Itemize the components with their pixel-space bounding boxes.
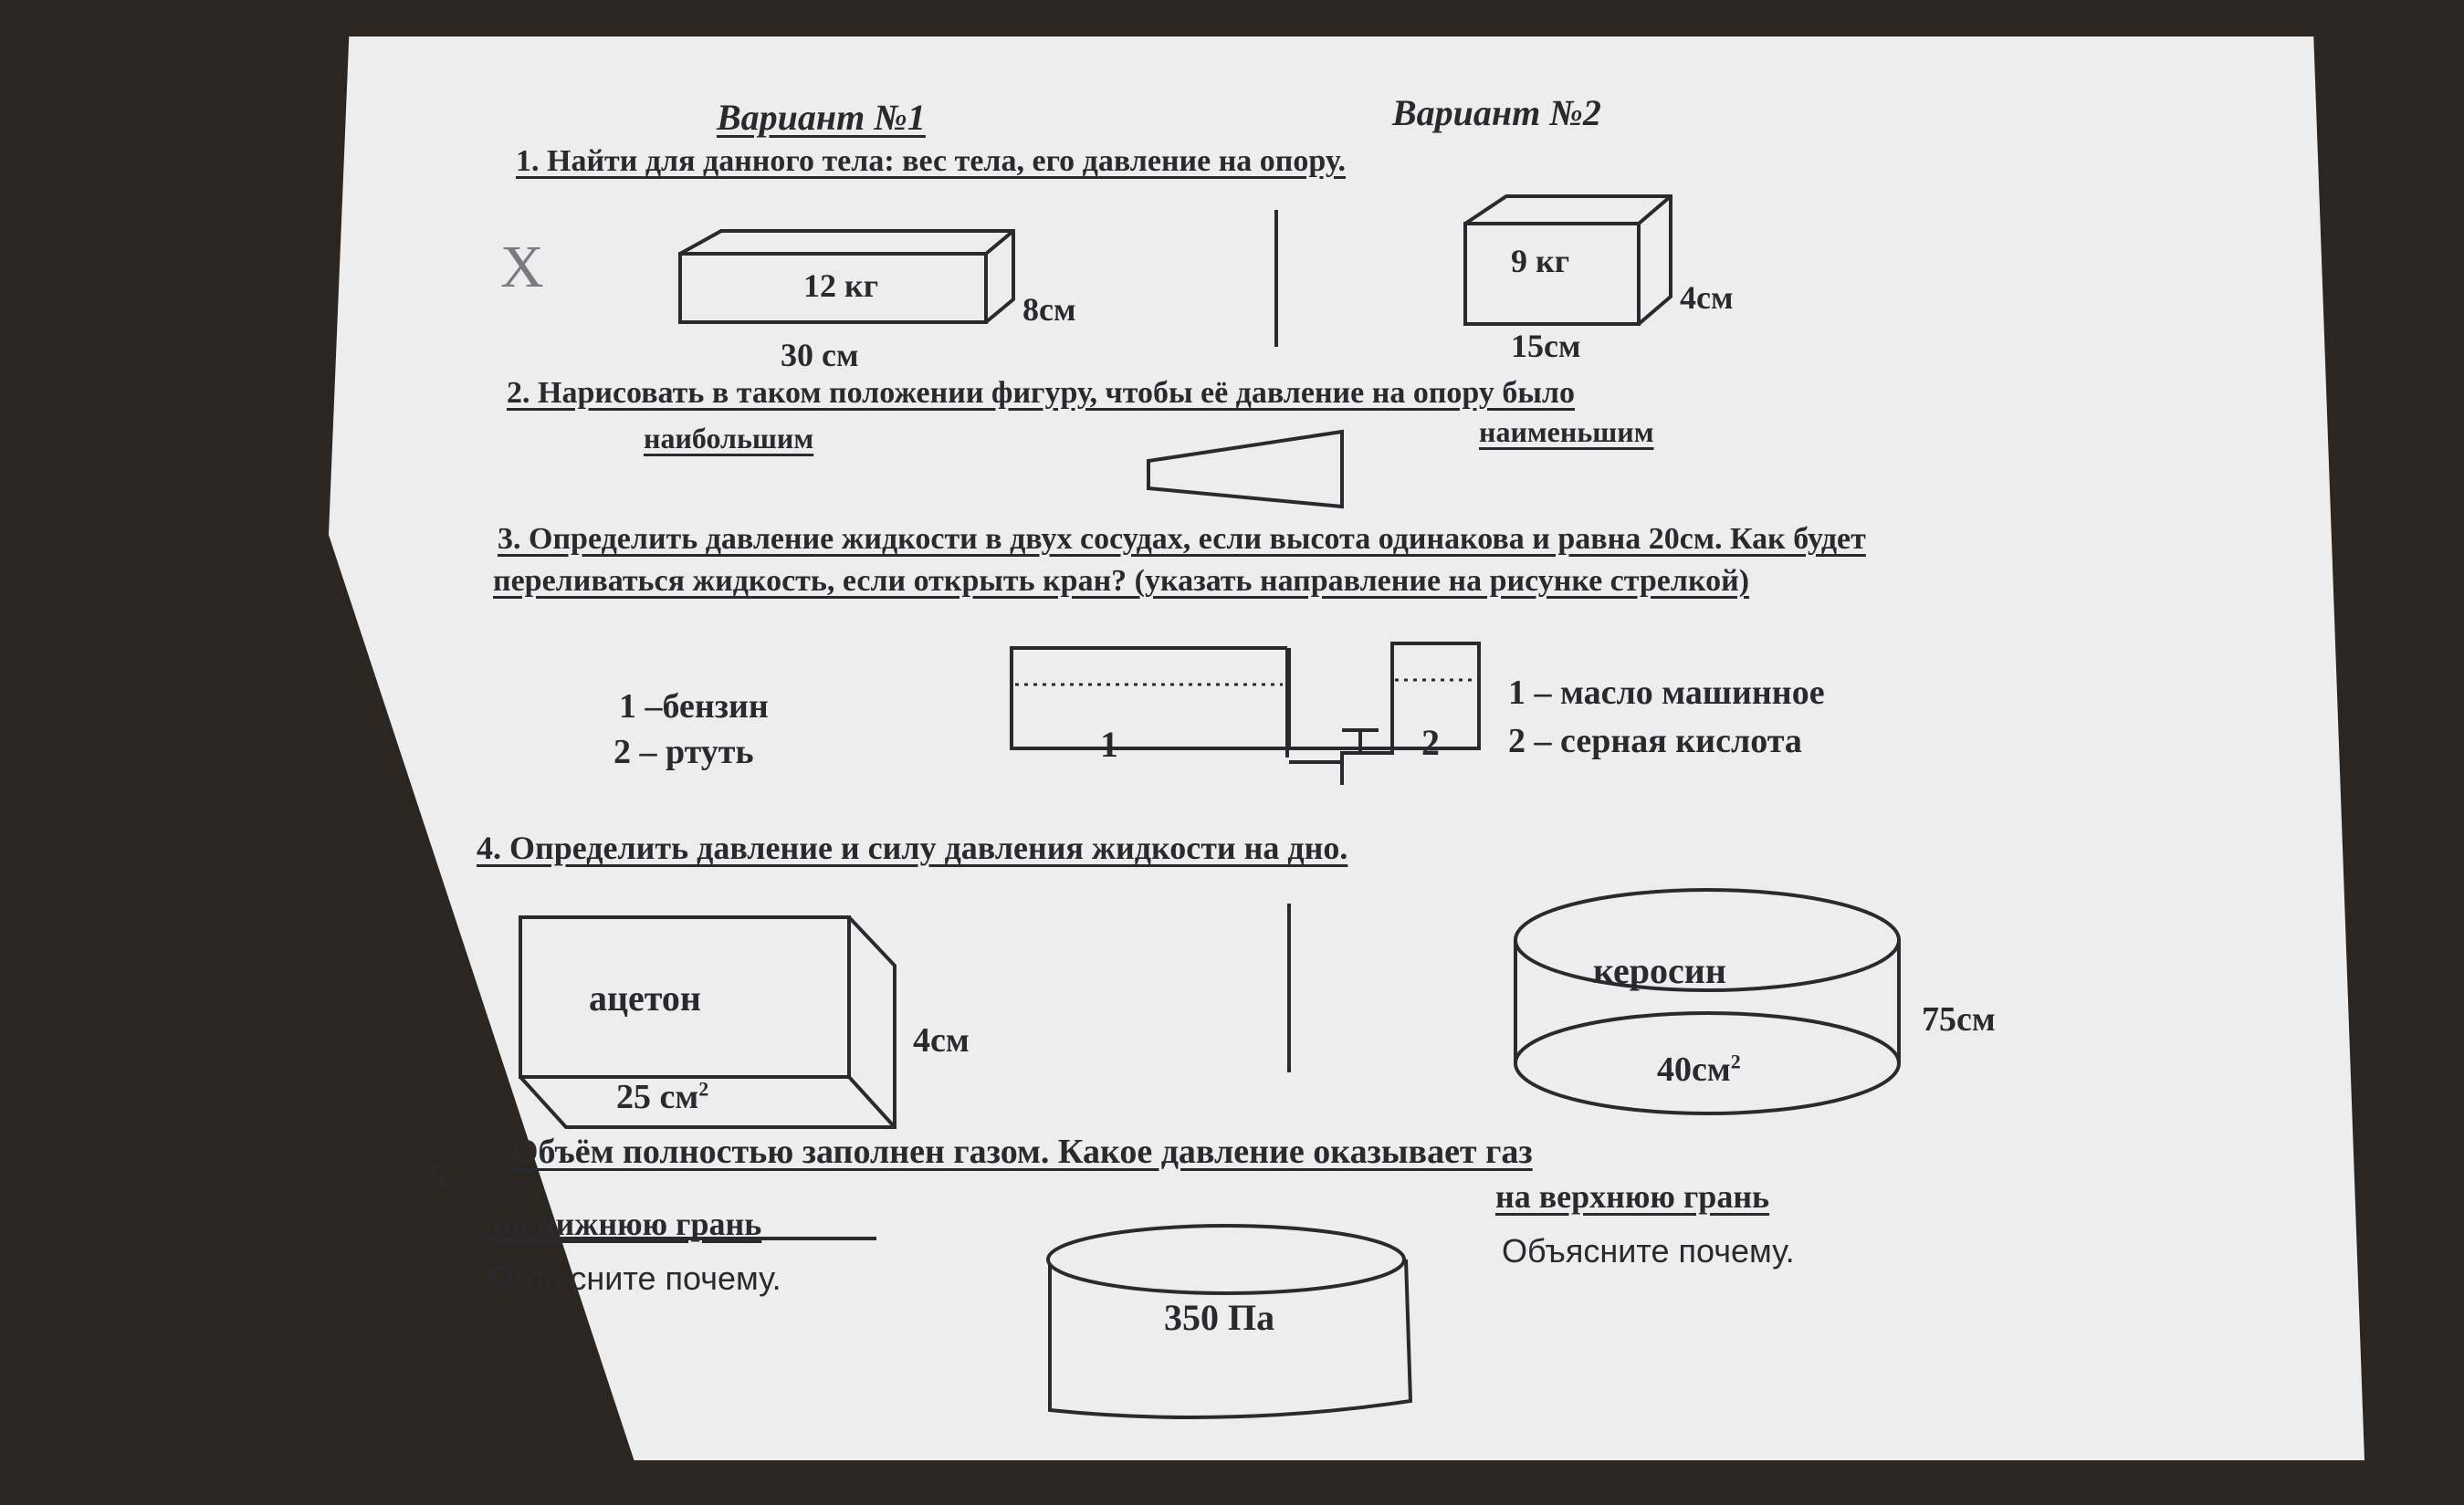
- task4-v2-liquid: керосин: [1593, 950, 1726, 991]
- box-aceton: [519, 915, 896, 1129]
- variant2-title: Вариант №2: [1392, 92, 1601, 133]
- task3-title-line1: 3. Определить давление жидкости в двух с…: [498, 522, 1866, 556]
- task4-title: 4. Определить давление и силу давления ж…: [477, 830, 1348, 866]
- task4-v1-height: 4см: [913, 1021, 970, 1060]
- box-9kg: [1463, 194, 1672, 326]
- task5-v1: на нижнюю грань: [493, 1206, 762, 1242]
- task1-v2-height: 4см: [1680, 279, 1734, 316]
- task4-v1-area: 25 см2: [616, 1077, 709, 1116]
- task2-title: 2. Нарисовать в таком положении фигуру, …: [507, 376, 1575, 410]
- cylinder-gas: [1046, 1224, 1413, 1419]
- task5-number: 5.: [429, 1158, 456, 1197]
- variant1-title: Вариант №1: [717, 97, 926, 138]
- task2-v1: наибольшим: [644, 422, 814, 455]
- task4-v2-area: 40см2: [1657, 1050, 1741, 1089]
- task3-v1-liquid1: 1 –бензин: [619, 687, 769, 726]
- task3-v2-liquid2: 2 – серная кислота: [1508, 722, 1802, 760]
- task5-v2: на верхнюю грань: [1495, 1178, 1770, 1215]
- communicating-vessels: [1010, 642, 1481, 785]
- task1-v1-length: 30 см: [781, 337, 859, 373]
- task3-title-line2: переливаться жидкость, если открыть кран…: [493, 564, 1750, 598]
- trapezoid-figure: [1147, 429, 1344, 509]
- task1-mark: X: [500, 234, 544, 300]
- task5-pressure: 350 Па: [1164, 1297, 1275, 1338]
- task2-v2: наименьшим: [1479, 415, 1654, 448]
- task1-title: 1. Найти для данного тела: вес тела, его…: [516, 144, 1346, 178]
- task4-v2-height: 75см: [1922, 1000, 1996, 1039]
- vessel-2-label: 2: [1421, 722, 1440, 763]
- task1-v1-mass: 12 кг: [803, 267, 879, 304]
- task3-v2-liquid1: 1 – масло машинное: [1508, 674, 1825, 712]
- task5-explain1: Объясните почему.: [488, 1259, 781, 1297]
- task5-explain2: Объясните почему.: [1502, 1232, 1795, 1270]
- task5-title: Объём полностью заполнен газом. Какое да…: [511, 1133, 1533, 1171]
- vessel-1-label: 1: [1100, 724, 1118, 765]
- cylinder-kerosin: [1514, 888, 1901, 1115]
- task1-v2-length: 15см: [1511, 328, 1581, 364]
- task1-v2-mass: 9 кг: [1511, 243, 1570, 279]
- box-12kg: [678, 229, 1015, 324]
- task4-v1-liquid: ацетон: [589, 977, 701, 1019]
- task1-v1-height: 8см: [1022, 291, 1076, 328]
- task3-v1-liquid2: 2 – ртуть: [613, 733, 754, 771]
